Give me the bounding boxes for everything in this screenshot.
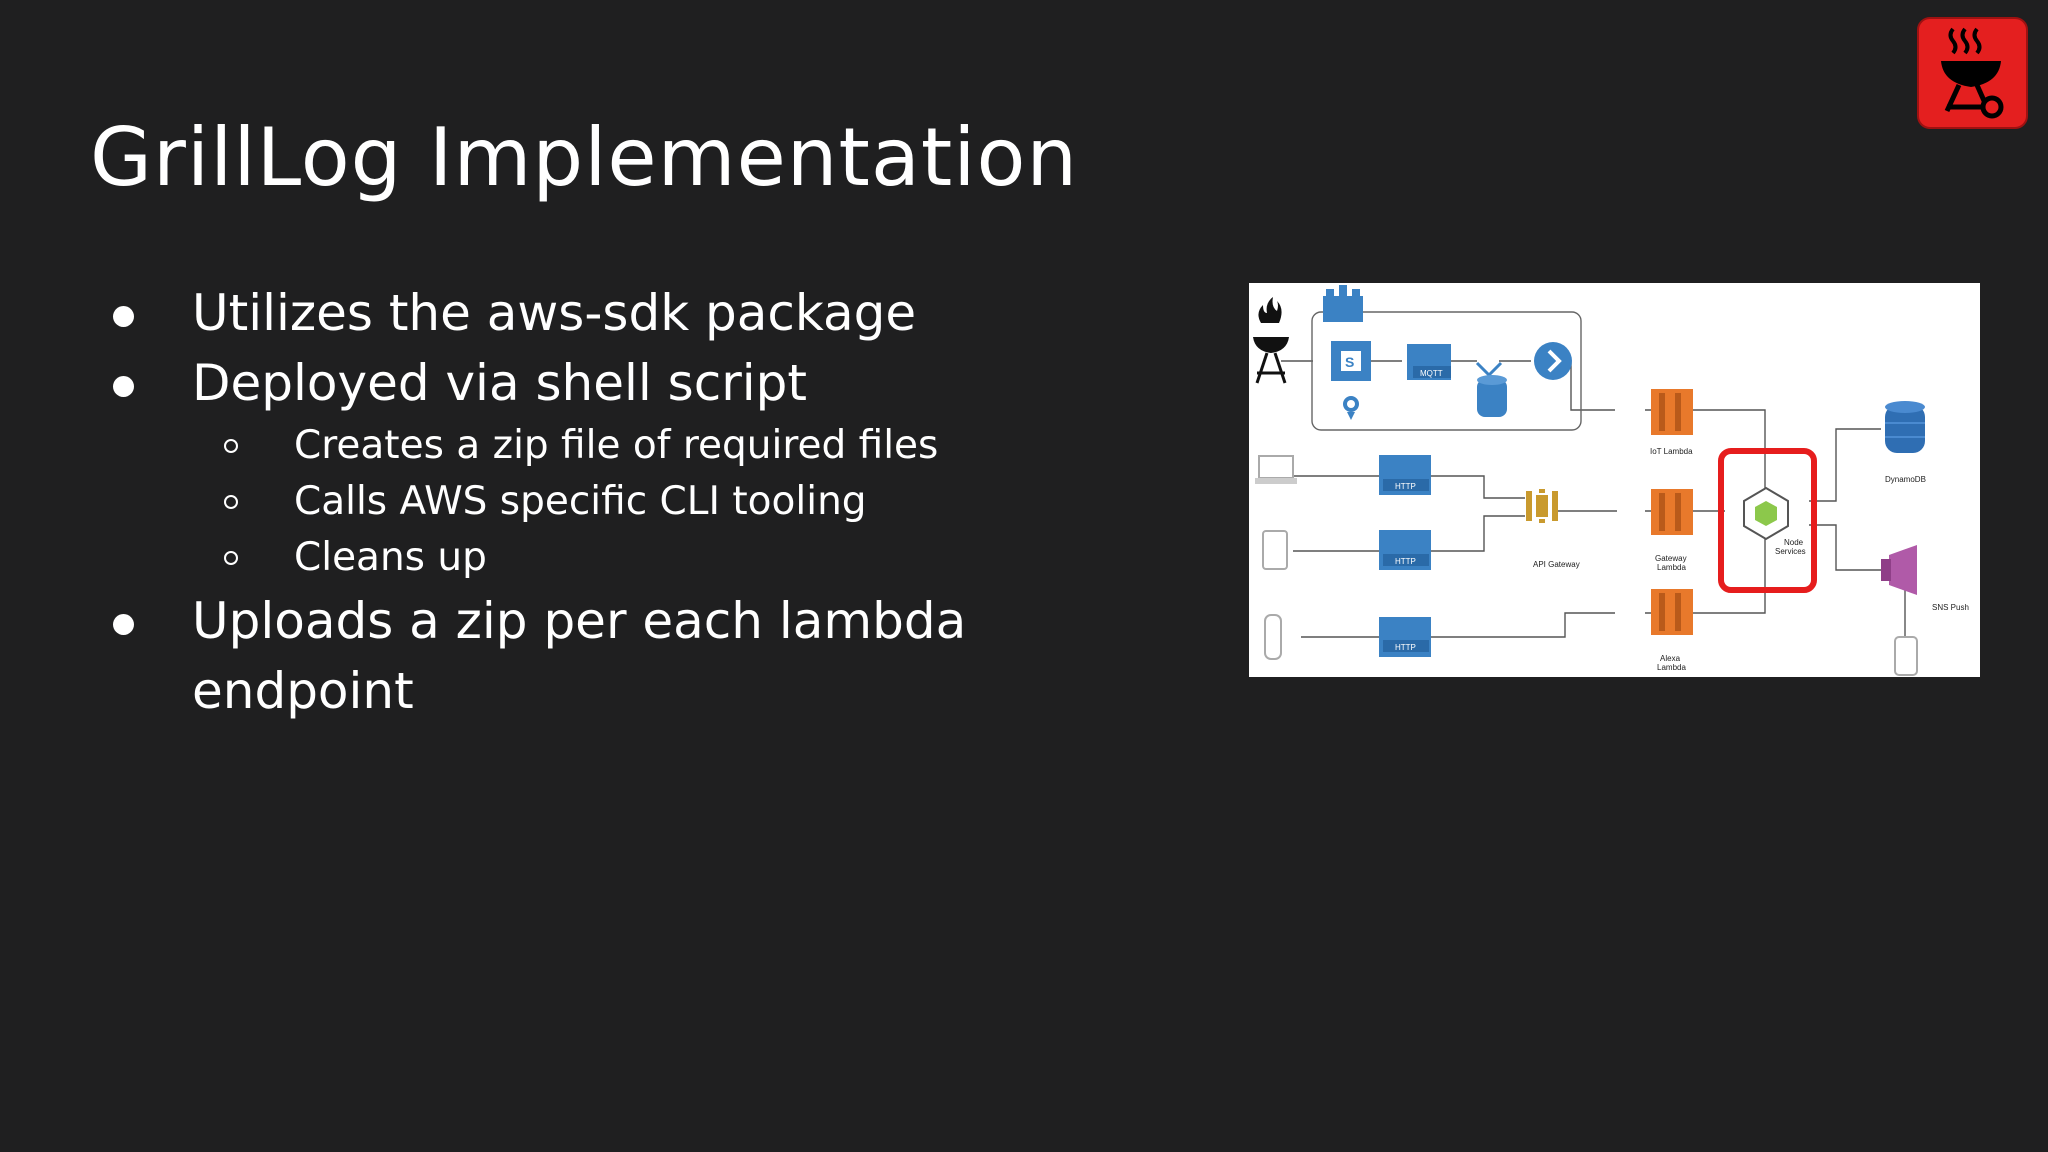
- chip-icon: S: [1331, 341, 1371, 381]
- node-services-label: Services: [1775, 547, 1806, 556]
- bullet-item: Uploads a zip per each lambda endpoint: [110, 586, 1170, 726]
- bullet-item: Deployed via shell script: [110, 348, 1170, 418]
- sub-bullet-text: Calls AWS specific CLI tooling: [294, 479, 867, 524]
- alexa-lambda-label: Lambda: [1657, 663, 1686, 672]
- device-shadow-icon: [1343, 396, 1359, 420]
- http-endpoint-icon: HTTP: [1379, 455, 1431, 495]
- gateway-lambda-label: Gateway: [1655, 554, 1687, 563]
- node-services-label: Node: [1784, 538, 1804, 547]
- aws-iot-icon: [1323, 285, 1363, 322]
- sub-bullet-ring: [224, 495, 238, 509]
- bullet-text: Utilizes the aws-sdk package: [192, 284, 917, 342]
- node-services-icon: [1743, 486, 1789, 541]
- http-label: HTTP: [1395, 643, 1416, 652]
- http-label: HTTP: [1395, 482, 1416, 491]
- highlight-box: [1718, 448, 1817, 593]
- slide-title: GrillLog Implementation: [90, 111, 1079, 204]
- api-gateway-icon: [1526, 489, 1558, 523]
- sub-bullet-item: Cleans up: [110, 530, 1170, 586]
- architecture-diagram: S MQTT: [1249, 283, 1980, 677]
- tablet-icon: [1262, 530, 1288, 570]
- bullet-text: Deployed via shell script: [192, 354, 807, 412]
- iot-action-arrow-icon: [1534, 342, 1572, 380]
- echo-device-icon: [1264, 614, 1282, 660]
- alexa-lambda-icon: [1651, 589, 1693, 635]
- bullet-dot: [113, 614, 134, 635]
- grill-icon: [1941, 27, 2004, 119]
- alexa-lambda-label: Alexa: [1660, 654, 1681, 663]
- bullet-dot: [113, 306, 134, 327]
- sub-bullet-ring: [224, 439, 238, 453]
- bullet-dot: [113, 376, 134, 397]
- grill-logo: [1917, 17, 2028, 129]
- sub-bullet-text: Cleans up: [294, 535, 487, 580]
- bullet-item: Utilizes the aws-sdk package: [110, 278, 1170, 348]
- sns-push-label: SNS Push: [1932, 603, 1969, 612]
- rules-engine-icon: [1475, 361, 1507, 417]
- iot-group-box: [1311, 311, 1582, 431]
- gateway-lambda-label: Lambda: [1657, 563, 1686, 572]
- sns-push-icon: [1881, 545, 1917, 595]
- sub-bullet-text: Creates a zip file of required files: [294, 423, 939, 468]
- mqtt-icon: MQTT: [1407, 344, 1451, 380]
- dynamodb-icon: [1885, 401, 1925, 453]
- http-endpoint-icon: HTTP: [1379, 530, 1431, 570]
- phone-icon: [1894, 636, 1918, 676]
- sub-bullet-item: Calls AWS specific CLI tooling: [110, 474, 1170, 530]
- sub-bullet-item: Creates a zip file of required files: [110, 418, 1170, 474]
- bullet-text: Uploads a zip per each lambda endpoint: [192, 592, 967, 720]
- mqtt-label: MQTT: [1420, 369, 1443, 378]
- grill-device-icon: [1253, 297, 1289, 384]
- dynamodb-label: DynamoDB: [1885, 475, 1926, 484]
- svg-text:S: S: [1345, 354, 1354, 370]
- iot-lambda-label: IoT Lambda: [1650, 447, 1693, 456]
- bullet-list: Utilizes the aws-sdk package Deployed vi…: [110, 278, 1170, 726]
- http-endpoint-icon: HTTP: [1379, 617, 1431, 657]
- http-label: HTTP: [1395, 557, 1416, 566]
- gateway-lambda-icon: [1651, 489, 1693, 535]
- api-gateway-label: API Gateway: [1533, 560, 1580, 569]
- iot-lambda-icon: [1651, 389, 1693, 435]
- sub-bullet-ring: [224, 551, 238, 565]
- laptop-icon: [1255, 455, 1297, 484]
